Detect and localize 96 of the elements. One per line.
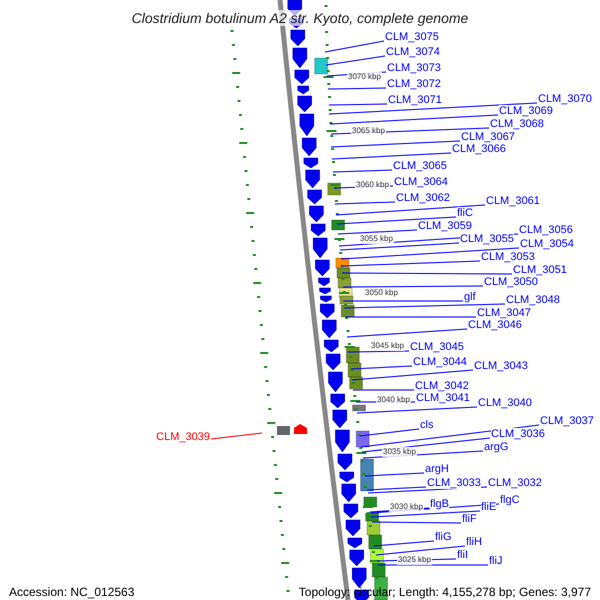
leader-line	[334, 202, 396, 204]
position-tick-label: 3025 kbp	[397, 555, 432, 565]
gene-label: CLM_3066	[452, 143, 506, 155]
accession-text: Accession: NC_012563	[9, 585, 134, 599]
gene-label: CLM_3047	[477, 307, 531, 319]
leader-line	[342, 286, 484, 288]
gene-label: CLM_3065	[393, 160, 447, 172]
leader-line	[332, 170, 392, 172]
position-tick-label: 3060 kbp	[355, 180, 390, 190]
gene-label: CLM_3041	[416, 392, 470, 404]
gene-label: CLM_3040	[478, 397, 532, 409]
leader-line	[336, 216, 456, 224]
position-tick-label: 3035 kbp	[382, 447, 417, 457]
gene-label: CLM_3071	[388, 94, 442, 106]
gene-label: fliC	[457, 207, 473, 219]
gene-label: CLM_3073	[387, 62, 441, 74]
gene-label: CLM_3061	[486, 195, 540, 207]
position-tick-label: 3070 kbp	[347, 72, 382, 82]
gene-label: CLM_3070	[538, 93, 592, 105]
gene-label: CLM_3033	[427, 477, 481, 489]
gene-label: CLM_3053	[481, 251, 535, 263]
leader-line	[342, 300, 464, 302]
gene-label: fliF	[462, 513, 477, 525]
leader-line	[374, 540, 434, 546]
gene-label: CLM_3048	[506, 294, 560, 306]
gene-label: CLM_3039	[156, 431, 210, 443]
gene-label: argH	[425, 463, 449, 475]
gene-label: cls	[420, 419, 434, 431]
leader-line	[360, 424, 540, 448]
gene-label: CLM_3042	[415, 380, 469, 392]
gene-label: CLM_3072	[387, 78, 441, 90]
gene-label: fliH	[466, 536, 482, 548]
gene-label: CLM_3074	[386, 46, 440, 58]
leader-line	[370, 510, 480, 518]
leader-line	[366, 486, 426, 490]
gene-label: CLM_3046	[468, 319, 522, 331]
gene-label: fliJ	[489, 555, 502, 567]
leader-line	[324, 40, 384, 52]
leader-line	[364, 472, 424, 476]
leader-line	[328, 88, 386, 90]
gene-label: CLM_3054	[520, 238, 574, 250]
leader-line	[372, 522, 462, 524]
gene-label: CLM_3045	[410, 341, 464, 353]
leader-line	[376, 546, 466, 556]
leader-line	[342, 260, 480, 266]
position-tick-label: 3050 kbp	[364, 288, 399, 298]
gene-label: fliE	[481, 501, 496, 513]
gene-label: fliI	[457, 549, 468, 561]
gene-label: glf	[464, 291, 476, 303]
leader-line	[338, 230, 418, 234]
gene-label: CLM_3056	[519, 224, 573, 236]
leader-line	[328, 104, 388, 106]
leader-line	[336, 204, 486, 216]
leader-line	[332, 152, 452, 160]
leader-line	[340, 242, 460, 250]
gene-label: CLM_3068	[490, 118, 544, 130]
gene-label: CLM_3032	[488, 477, 542, 489]
position-tick-label: 3045 kbp	[370, 341, 405, 351]
leader-line	[344, 316, 476, 318]
leader-line	[330, 114, 498, 124]
gene-label: CLM_3064	[394, 176, 448, 188]
leader-line	[350, 366, 412, 370]
leader-line	[356, 406, 478, 414]
position-tick-label: 3055 kbp	[359, 234, 394, 244]
leader-line	[378, 564, 488, 566]
position-tick-label: 3030 kbp	[389, 502, 424, 512]
position-tick-label: 3040 kbp	[376, 395, 411, 405]
leader-line	[342, 272, 512, 274]
leader-line	[352, 370, 474, 380]
gene-label: CLM_3069	[499, 105, 553, 117]
leader-line	[360, 428, 420, 436]
leader-line	[348, 350, 410, 352]
gene-label: argG	[484, 441, 508, 453]
leader-line	[210, 432, 262, 440]
gene-label: CLM_3062	[396, 192, 450, 204]
gene-label: CLM_3036	[491, 428, 545, 440]
gene-label: CLM_3055	[460, 233, 514, 245]
gene-label: fliG	[435, 531, 452, 543]
gene-label: CLM_3044	[413, 356, 467, 368]
gene-label: CLM_3059	[418, 220, 472, 232]
gene-label: flgB	[430, 498, 449, 510]
gene-label: CLM_3051	[513, 264, 567, 276]
position-tick-label: 3065 kbp	[351, 126, 386, 136]
gene-label: CLM_3043	[474, 360, 528, 372]
gene-label: CLM_3067	[461, 131, 515, 143]
gene-label: CLM_3075	[385, 31, 439, 43]
leader-line	[328, 102, 538, 114]
gene-label: CLM_3050	[484, 276, 538, 288]
gene-label: CLM_3037	[540, 415, 594, 427]
leader-line	[344, 304, 506, 308]
leader-line	[340, 248, 520, 260]
leader-line	[326, 56, 386, 66]
gene-label: flgC	[500, 494, 520, 506]
genome-info-text: Topology: circular; Length: 4,155,278 bp; Genes: 3,977	[298, 585, 591, 599]
leader-line	[330, 140, 460, 148]
leader-line	[346, 328, 468, 338]
